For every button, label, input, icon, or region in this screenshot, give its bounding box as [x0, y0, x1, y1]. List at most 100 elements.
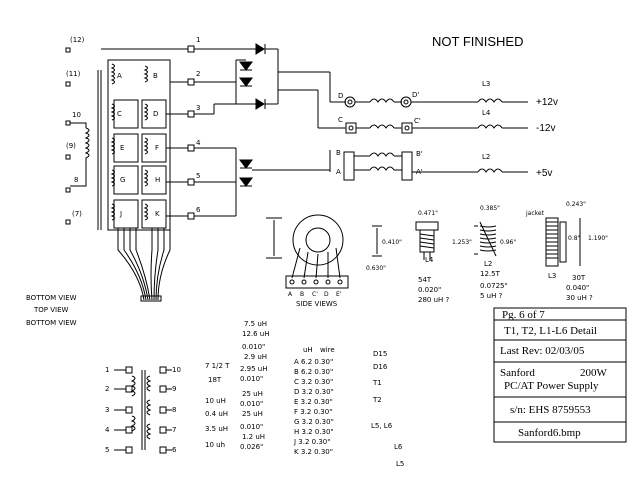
pin-label-12: (12) — [70, 36, 85, 44]
svg-text:2.95 uH: 2.95 uH — [240, 365, 268, 373]
page-number: Pg. 6 of 7 — [502, 309, 545, 321]
svg-text:L4: L4 — [425, 256, 434, 264]
svg-text:5 uH ?: 5 uH ? — [480, 292, 503, 300]
svg-text:0.020": 0.020" — [418, 286, 441, 294]
terminal-label-5: 5 — [196, 172, 200, 180]
terminal-label-4: 4 — [196, 139, 201, 147]
svg-text:A: A — [288, 291, 293, 298]
svg-text:0.410": 0.410" — [382, 239, 402, 246]
svg-text:D16: D16 — [373, 363, 388, 371]
pin-square — [65, 219, 71, 225]
inductor-label-L2: L2 — [482, 153, 490, 161]
svg-text:12.6 uH: 12.6 uH — [242, 330, 270, 338]
view-label-top: TOP VIEW — [33, 306, 69, 314]
svg-text:54T: 54T — [418, 276, 432, 284]
svg-text:L6: L6 — [394, 443, 403, 451]
svg-text:2.9 uH: 2.9 uH — [244, 353, 267, 361]
winding-F: F — [143, 137, 159, 155]
pin-label-7: (7) — [72, 210, 82, 218]
svg-text:30T: 30T — [572, 274, 586, 282]
side-views-label: SIDE VIEWS — [296, 300, 338, 308]
inductance-values: 7.5 uH 12.6 uH 0.010" 2.9 uH 2.95 uH 0.0… — [240, 320, 270, 451]
svg-text:2: 2 — [105, 385, 109, 393]
winding-K: K — [143, 203, 160, 221]
table-header-uh: uH — [303, 346, 313, 354]
winding-H: H — [143, 169, 160, 187]
pin-square — [65, 47, 71, 53]
inductor-icon — [369, 166, 395, 171]
secondary-windings: A B C D E F G H — [107, 59, 171, 231]
svg-text:1: 1 — [105, 366, 109, 374]
svg-text:D: D — [324, 291, 329, 298]
svg-text:0.243": 0.243" — [566, 201, 586, 208]
svg-text:L3: L3 — [548, 272, 556, 280]
drawing-title: T1, T2, L1-L6 Detail — [504, 325, 597, 337]
svg-text:A: A — [117, 72, 122, 80]
toroid-icon — [292, 214, 344, 266]
pin-label-9: (9) — [66, 142, 76, 150]
output-label-minus12: -12v — [536, 123, 555, 134]
rail-label-Dp: D' — [412, 91, 419, 99]
svg-text:25 uH: 25 uH — [242, 410, 263, 418]
svg-text:E: E — [120, 144, 124, 152]
rail-label-D: D — [338, 92, 343, 100]
rail-label-Bp: B' — [416, 150, 423, 158]
svg-text:1.253": 1.253" — [452, 239, 472, 246]
svg-text:0.040": 0.040" — [566, 284, 589, 292]
svg-text:5: 5 — [105, 446, 109, 454]
svg-text:K: K — [155, 210, 160, 218]
svg-text:3.5 uH: 3.5 uH — [205, 425, 228, 433]
toroid-side-view: A B C' D E' SIDE VIEWS — [266, 214, 349, 308]
svg-text:B: B — [153, 72, 158, 80]
inductor-L4-detail: 0.471" 0.410" 0.630" L4 54T 0.020" 280 u… — [366, 210, 450, 304]
manufacturer: Sanford — [500, 367, 535, 379]
svg-text:12.5T: 12.5T — [480, 270, 501, 278]
svg-text:L5, L6: L5, L6 — [371, 422, 393, 430]
inductor-label-L4: L4 — [482, 109, 491, 117]
ferrite-bead-icon — [344, 96, 356, 108]
pin-label-8: 8 — [74, 176, 78, 184]
svg-text:K 3.2 0.30": K 3.2 0.30" — [294, 448, 333, 456]
svg-text:D 3.2 0.30": D 3.2 0.30" — [294, 388, 334, 396]
svg-text:18T: 18T — [208, 376, 222, 384]
ferrite-bead-icon — [400, 96, 412, 108]
rail-label-Cp: C' — [414, 117, 421, 125]
view-label-bottom: BOTTOM VIEW — [26, 294, 77, 302]
pin-square — [65, 81, 71, 87]
winding-table: uH wire A 6.2 0.30" B 6.2 0.30" C 3.2 0.… — [293, 346, 335, 456]
inductor-L2-detail: 0.385" 1.253" 0.96" L2 12.5T 0.0725" 5 u… — [452, 205, 516, 300]
svg-text:0.010": 0.010" — [240, 375, 263, 383]
svg-text:9: 9 — [172, 385, 176, 393]
svg-text:J: J — [119, 210, 122, 218]
view-labels: BOTTOM VIEW TOP VIEW BOTTOM VIEW — [26, 294, 77, 327]
inductor-L3-detail: jacket 0.243" 0.8" 1.190" L3 30T 0.040" … — [525, 201, 608, 302]
output-rails: D D' L3 +12v C C' L4 -12v B A — [278, 71, 558, 181]
svg-text:G: G — [120, 176, 125, 184]
svg-text:0.96": 0.96" — [500, 239, 516, 246]
svg-text:0.385": 0.385" — [480, 205, 500, 212]
rail-label-C: C — [338, 116, 343, 124]
svg-text:0.471": 0.471" — [418, 210, 438, 217]
svg-text:4: 4 — [105, 426, 110, 434]
winding-A: A — [110, 63, 122, 85]
svg-text:A 6.2 0.30": A 6.2 0.30" — [294, 358, 333, 366]
turns-notes: 7 1/2 T 18T 10 uH 0.4 uH 3.5 uH 10 uh — [205, 362, 230, 449]
svg-text:0.026": 0.026" — [240, 443, 263, 451]
view-label-bottom-2: BOTTOM VIEW — [26, 319, 77, 327]
svg-text:7.5 uH: 7.5 uH — [244, 320, 267, 328]
svg-text:280 uH ?: 280 uH ? — [418, 296, 450, 304]
lead-bundle — [117, 228, 171, 302]
output-label-plus5: +5v — [536, 168, 552, 179]
serial-number: s/n: EHS 8759553 — [510, 404, 591, 416]
svg-text:10: 10 — [172, 366, 181, 374]
svg-text:H 3.2 0.30": H 3.2 0.30" — [294, 428, 334, 436]
svg-text:C 3.2 0.30": C 3.2 0.30" — [294, 378, 333, 386]
output-terminals: 1 2 3 4 5 6 — [101, 36, 201, 220]
pin-square — [65, 120, 71, 126]
svg-text:L5: L5 — [396, 460, 404, 468]
rectifier-diodes — [194, 43, 330, 217]
svg-text:H: H — [155, 176, 160, 184]
svg-text:jacket: jacket — [525, 210, 545, 217]
